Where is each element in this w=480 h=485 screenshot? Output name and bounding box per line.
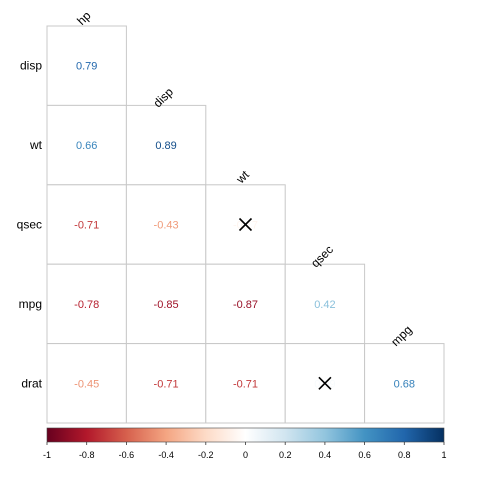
cell-value: -0.78 (74, 299, 99, 311)
cell-value: -0.71 (74, 220, 99, 232)
grid-cell (284, 343, 366, 424)
column-label: hp (74, 8, 94, 28)
cell-value: -0.71 (233, 378, 258, 390)
cross-mark (238, 217, 253, 232)
grid-cell (205, 343, 286, 424)
colorbar-tick-label: 0.6 (358, 450, 371, 460)
grid-cell (125, 184, 207, 265)
grid-cell (46, 184, 127, 265)
colorbar-tick-label: -0.4 (158, 450, 174, 460)
grid-cell (125, 104, 207, 186)
colorbar-tick-label: 1 (441, 450, 446, 460)
cross-mark (318, 376, 332, 390)
row-label: drat (21, 376, 42, 390)
grid-cell (125, 343, 207, 424)
row-label: wt (29, 138, 43, 152)
cell-value: -0.85 (154, 299, 179, 311)
colorbar-tick-label: -0.6 (119, 450, 135, 460)
grid-cell (46, 25, 127, 106)
colorbar-tick-label: 0 (243, 450, 248, 460)
cell-value: 0.79 (76, 61, 97, 73)
cell-value: -0.71 (154, 378, 179, 390)
grid-cell (125, 263, 207, 345)
cell-value: -0.45 (74, 378, 99, 390)
colorbar-tick-label: 0.8 (398, 450, 411, 460)
row-label: disp (20, 59, 42, 73)
row-label: mpg (19, 297, 42, 311)
grid-cell (284, 263, 366, 345)
cell-value: 0.42 (314, 299, 335, 311)
cell-value: 0.68 (394, 378, 415, 390)
cell-value: -0.87 (233, 299, 258, 311)
column-label: wt (233, 167, 253, 187)
cell-value: 0.89 (155, 140, 176, 152)
colorbar-tick-label: -0.2 (198, 450, 214, 460)
colorbar-tick-label: -1 (43, 450, 51, 460)
grid-cell (364, 343, 445, 424)
colorbar-tick-label: 0.4 (319, 450, 332, 460)
cell-value: -0.43 (154, 220, 179, 232)
row-label: qsec (17, 218, 42, 232)
grid-cell (46, 104, 127, 186)
colorbar-tick-label: 0.2 (279, 450, 292, 460)
colorbar-tick-label: -0.8 (79, 450, 95, 460)
cell-value: 0.66 (76, 140, 97, 152)
colorbar (46, 427, 445, 443)
